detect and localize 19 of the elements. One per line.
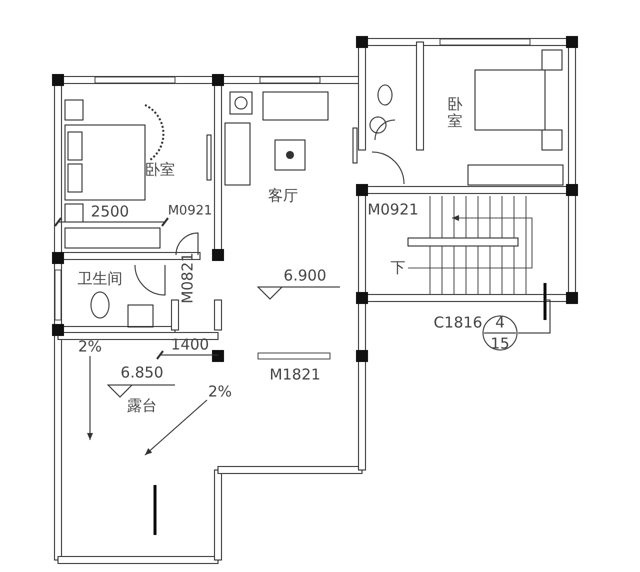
dimension-label: 2500	[90, 204, 130, 220]
room-label: 露台	[127, 398, 157, 414]
index-number: 4	[495, 316, 505, 330]
index-number: 15	[490, 336, 510, 352]
slope-label: 2%	[208, 384, 232, 400]
room-label: 卫生间	[78, 272, 122, 286]
door-label: M0821	[180, 252, 196, 304]
room-label: 卧室	[448, 96, 462, 130]
door-label: M1821	[269, 368, 321, 382]
elevation-label: 6.850	[120, 366, 164, 380]
door-label: M0921	[367, 202, 419, 218]
dimension-label: 1400	[170, 338, 210, 352]
window-label: C1816	[434, 316, 482, 330]
stair-direction-label: 下	[390, 260, 406, 276]
door-label: M0921	[168, 204, 212, 218]
room-label: 客厅	[268, 188, 298, 204]
slope-label: 2%	[78, 340, 102, 354]
room-label: 卧室	[145, 162, 175, 178]
elevation-label: 6.900	[284, 268, 326, 284]
